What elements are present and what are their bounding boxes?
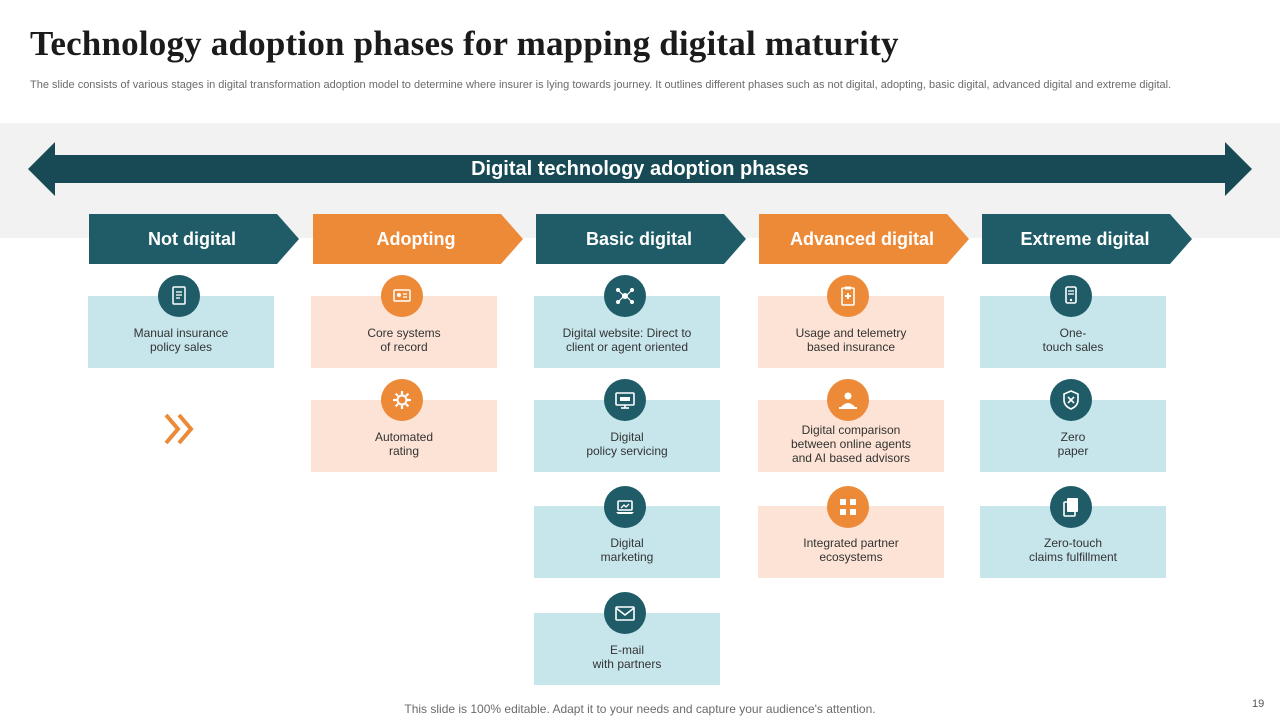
phase-label: Not digital — [148, 229, 236, 249]
phase-arrow-shape — [313, 214, 523, 264]
banner-label: Digital technology adoption phases — [471, 158, 809, 180]
item-card-manual-insurance: Manual insurance policy sales — [88, 296, 274, 368]
phase-header-adopting: Adopting — [313, 214, 523, 264]
item-card-digital-marketing: Digital marketing — [534, 506, 720, 578]
phase-arrow-shape — [89, 214, 299, 264]
monitor-icon — [604, 379, 646, 421]
item-card-digital-website: Digital website: Direct to client or age… — [534, 296, 720, 368]
chevron-right-icon — [164, 413, 194, 445]
gear-icon — [381, 379, 423, 421]
slide-footer: This slide is 100% editable. Adapt it to… — [404, 702, 876, 716]
network-icon — [604, 275, 646, 317]
phase-header-advanced-digital: Advanced digital — [759, 214, 969, 264]
phase-arrow-shape — [536, 214, 746, 264]
double-arrow-icon — [28, 142, 1252, 196]
page-number: 19 — [1252, 698, 1265, 710]
phase-header-basic-digital: Basic digital — [536, 214, 746, 264]
phase-label: Basic digital — [585, 229, 693, 249]
email-icon — [604, 592, 646, 634]
phase-arrow-shape — [982, 214, 1192, 264]
laptop-icon — [604, 486, 646, 528]
system-icon — [381, 275, 423, 317]
phase-arrow-shape — [759, 214, 969, 264]
item-card-automated-rating: Automated rating — [311, 400, 497, 472]
touch-icon — [1050, 275, 1092, 317]
item-card-one-touch-sales: One- touch sales — [980, 296, 1166, 368]
clipboard-icon — [827, 275, 869, 317]
files-icon — [1050, 486, 1092, 528]
ecosystem-icon — [827, 486, 869, 528]
phase-header-not-digital: Not digital — [89, 214, 299, 264]
slide-subtitle: The slide consists of various stages in … — [30, 79, 1172, 91]
phase-label: Extreme digital — [1020, 229, 1150, 249]
phase-label: Adopting — [376, 229, 456, 249]
agent-icon — [827, 379, 869, 421]
slide-title: Technology adoption phases for mapping d… — [30, 24, 899, 63]
phase-header-extreme-digital: Extreme digital — [982, 214, 1192, 264]
document-icon — [158, 275, 200, 317]
adoption-banner: Digital technology adoption phases — [28, 142, 1252, 196]
phase-label: Advanced digital — [789, 229, 935, 249]
shield-icon — [1050, 379, 1092, 421]
